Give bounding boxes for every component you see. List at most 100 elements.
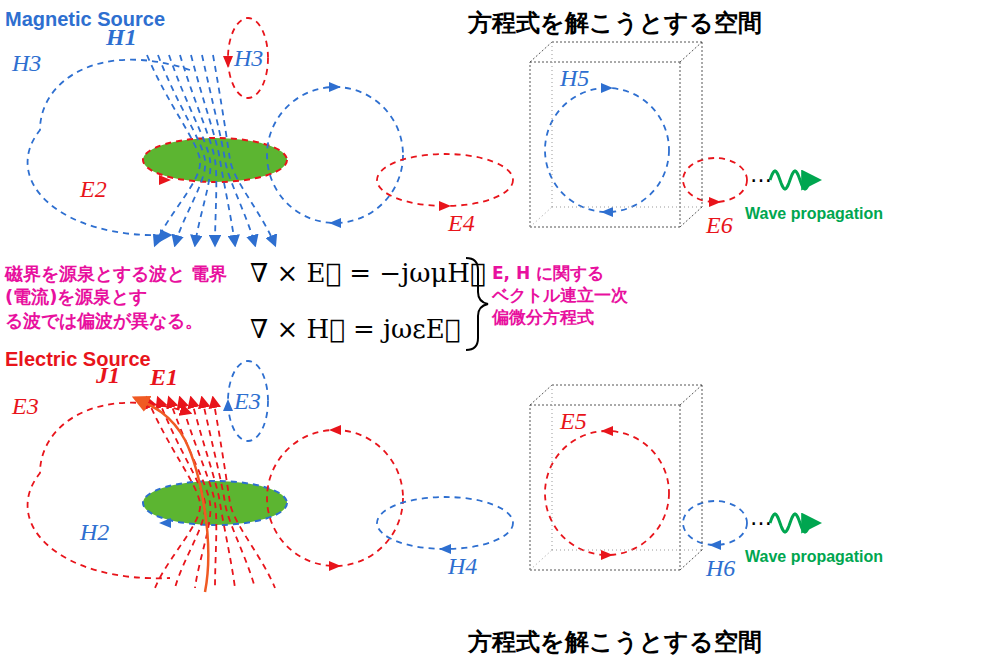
cube-edge — [530, 385, 552, 405]
label-box: 磁界を源泉とする波と 電界(電流)を源泉とす る波では偏波が異なる。 — [5, 262, 240, 332]
field-line — [202, 398, 255, 588]
field-line — [158, 55, 205, 245]
cube-edge — [552, 42, 702, 43]
field-loop — [545, 431, 669, 555]
arrow-head — [601, 550, 613, 560]
label-box: E1 — [150, 364, 178, 391]
field-loop — [545, 88, 669, 212]
label-box: H4 — [448, 553, 477, 580]
field-line — [169, 55, 210, 245]
node-text-box: H5 — [560, 65, 589, 92]
field-name: E1 — [150, 364, 178, 390]
note-text: 磁界を源泉とする波と 電界(電流)を源泉とす る波では偏波が異なる。 — [5, 263, 227, 331]
field-name: H6 — [706, 555, 735, 581]
field-name: E6 — [706, 212, 733, 238]
arrow-head — [439, 201, 451, 211]
cube-hidden-edge — [552, 385, 553, 550]
arrow-head — [329, 425, 341, 435]
cube-edge — [680, 62, 681, 227]
cube-outline — [450, 5, 780, 240]
return-loop — [28, 403, 190, 579]
induced-ring — [377, 497, 513, 549]
equation: ∇ × H⃗ = jωεE⃗ — [250, 314, 460, 344]
wave-symbol — [770, 514, 818, 532]
field-line — [202, 55, 255, 245]
field-line — [191, 398, 235, 588]
label-box: Wave propagation — [745, 548, 883, 566]
cube-edge — [702, 42, 703, 207]
label-box: Electric Source — [5, 348, 151, 371]
induced-ring — [228, 18, 268, 98]
field-name: H1 — [106, 24, 137, 50]
label-box: … — [750, 162, 772, 187]
induced-ring — [228, 361, 268, 441]
arrow-head — [709, 540, 721, 550]
label-box: H2 — [80, 519, 109, 546]
field-name: E3 — [12, 393, 39, 419]
label-box: H6 — [706, 555, 735, 582]
solution-space-cube: E5 方程式を解こうとする空間 — [450, 348, 780, 658]
label-box: H1 — [106, 24, 137, 51]
cube-hidden-edge — [552, 207, 702, 208]
equation: ∇ × E⃗ = −jωμH⃗ — [250, 258, 486, 288]
arrow-head — [329, 218, 341, 228]
label-box: E3 — [234, 388, 261, 415]
field-name: H5 — [560, 65, 589, 91]
space-title: 方程式を解こうとする空間 — [468, 628, 762, 656]
cube-hidden-edge — [530, 550, 552, 570]
arrow-head — [709, 197, 721, 207]
field-name: E4 — [448, 210, 475, 236]
arrow-head — [223, 399, 233, 411]
field-name: J1 — [96, 362, 120, 388]
cube-edge — [552, 385, 702, 386]
field-line — [213, 398, 275, 588]
field-line — [213, 55, 275, 245]
cube-edge — [530, 227, 680, 228]
arrow-head — [439, 544, 451, 554]
label-box: E2 — [80, 176, 107, 203]
source-illustration — [28, 361, 818, 588]
field-loop — [267, 87, 403, 223]
field-line — [180, 398, 216, 588]
label-box: … — [750, 505, 772, 530]
node-text-box: 方程式を解こうとする空間 — [450, 7, 780, 39]
field-line — [147, 55, 200, 245]
wave-symbol — [770, 171, 818, 189]
source-illustration — [28, 18, 818, 245]
label-box: E3 — [12, 393, 39, 420]
induced-ring — [683, 158, 747, 202]
ellipsis: … — [750, 162, 772, 187]
source-title: Magnetic Source — [5, 8, 165, 30]
wave-label: Wave propagation — [745, 548, 883, 565]
field-loop — [267, 430, 403, 566]
arrow-head — [329, 82, 341, 92]
cube-hidden-edge — [552, 42, 553, 207]
label-box: E, H に関する ベクトル連立一次 偏微分方程式 — [492, 262, 677, 328]
field-name: E2 — [80, 176, 107, 202]
cube-edge — [680, 385, 702, 405]
return-loop — [28, 60, 190, 236]
field-name: E5 — [560, 408, 587, 434]
field-line — [158, 398, 205, 588]
source-title: Electric Source — [5, 348, 151, 370]
induced-ring — [683, 501, 747, 545]
field-line — [147, 398, 200, 588]
wave-label: Wave propagation — [745, 205, 883, 222]
space-title: 方程式を解こうとする空間 — [468, 9, 762, 37]
field-name: H3 — [12, 50, 41, 76]
cube-hidden-edge — [530, 207, 552, 227]
cube-edge — [680, 42, 702, 62]
label-box: J1 — [96, 362, 120, 389]
arrow-head — [601, 426, 613, 436]
cube-edge — [680, 550, 702, 570]
cube-hidden-edge — [552, 550, 702, 551]
field-line — [180, 55, 216, 245]
cube-edge — [530, 62, 531, 227]
solution-space-cube: 方程式を解こうとする空間 H5 — [450, 5, 780, 240]
cube-edge — [702, 385, 703, 550]
label-box: E6 — [706, 212, 733, 239]
cube-edge — [530, 405, 531, 570]
ellipsis: … — [750, 505, 772, 530]
